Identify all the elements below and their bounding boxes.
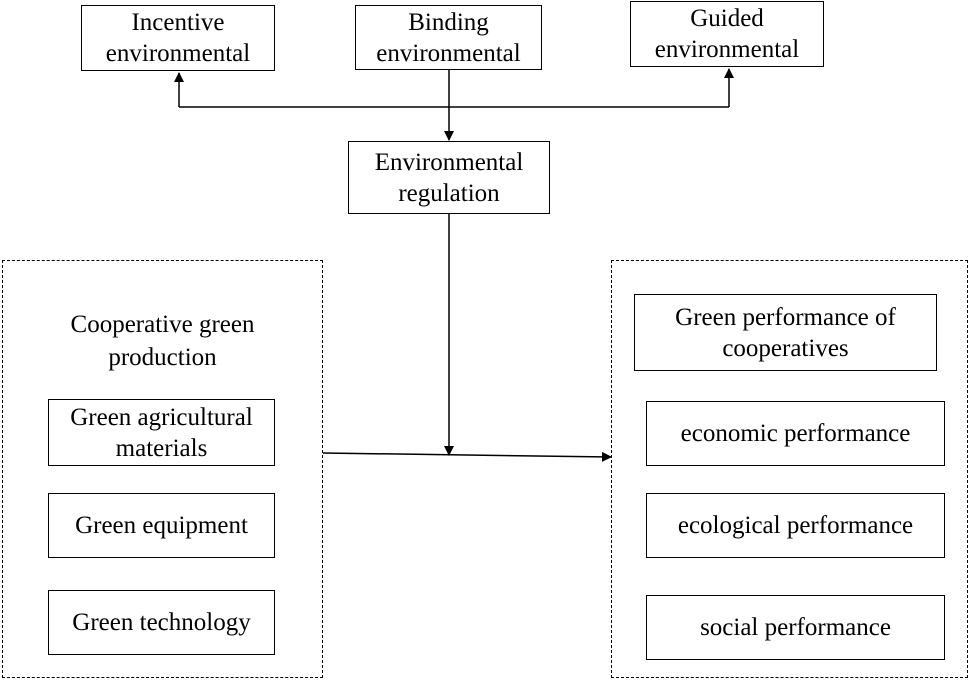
binding-line-2: environmental <box>376 39 521 67</box>
incentive-line-2: environmental <box>105 40 251 67</box>
ecological-label: ecological performance <box>677 512 914 539</box>
green-equipment-box: Green equipment <box>48 493 275 558</box>
materials-line-1: Green agricultural <box>70 403 253 431</box>
green-performance-group <box>611 260 968 678</box>
cooperative-production-heading: Cooperative green production <box>2 308 323 374</box>
performance-heading-line-2: cooperatives <box>722 334 849 362</box>
green-agricultural-materials-box: Green agricultural materials <box>48 399 275 466</box>
regulation-line-2: regulation <box>398 179 500 207</box>
ecological-performance-box: ecological performance <box>646 493 945 558</box>
incentive-line-1: Incentive <box>131 9 225 36</box>
binding-environmental-box: Binding environmental <box>355 5 542 70</box>
environmental-regulation-box: Environmental regulation <box>348 141 550 214</box>
guided-line-2: environmental <box>654 36 800 63</box>
social-label: social performance <box>700 614 891 641</box>
economic-performance-box: economic performance <box>646 401 945 466</box>
incentive-environmental-box: Incentive environmental <box>81 5 275 71</box>
green-performance-of-cooperatives-box: Green performance of cooperatives <box>634 294 937 371</box>
guided-environmental-box: Guided environmental <box>630 1 824 67</box>
guided-line-1: Guided <box>690 5 764 32</box>
green-technology-box: Green technology <box>48 590 275 655</box>
economic-label: economic performance <box>680 420 911 447</box>
binding-line-1: Binding <box>408 8 489 36</box>
materials-line-2: materials <box>115 434 208 462</box>
equipment-label: Green equipment <box>75 512 248 539</box>
production-heading-line-2: production <box>108 344 217 371</box>
social-performance-box: social performance <box>646 595 945 660</box>
production-heading-line-1: Cooperative green <box>70 311 255 338</box>
performance-heading-line-1: Green performance of <box>675 303 896 331</box>
arrow-production-to-performance <box>322 451 612 462</box>
cooperative-production-group <box>2 260 323 678</box>
technology-label: Green technology <box>72 609 251 636</box>
regulation-line-1: Environmental <box>374 148 524 176</box>
